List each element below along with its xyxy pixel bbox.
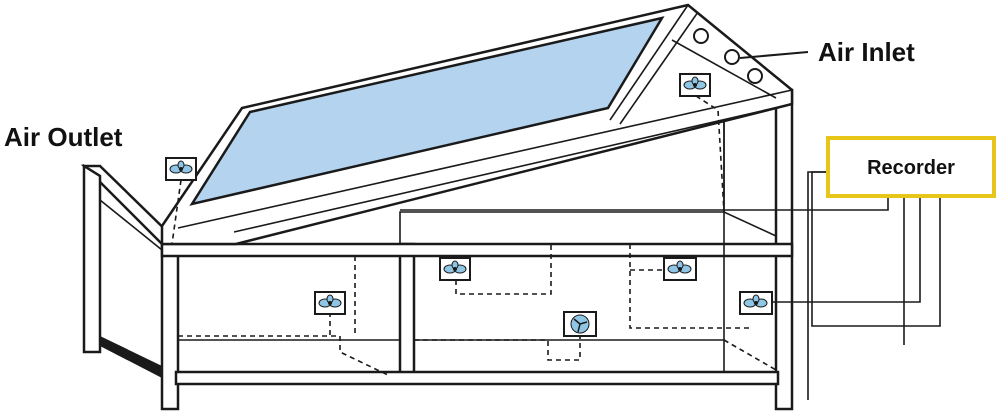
fan-sensor-icon [679,73,711,97]
recorder-wires [400,171,941,400]
vent-hole-icon [693,28,709,44]
outlet-support-bar [100,336,162,378]
fan-sensor-icon [314,291,346,315]
air-inlet-pointer [739,51,809,59]
air-inlet-callout: Air Inlet [739,37,915,67]
fan-sensor-icon [165,157,197,181]
air-outlet-label: Air Outlet [4,122,123,152]
recorder-label: Recorder [867,157,955,179]
sensor-leads [171,95,777,377]
support-frame [160,88,794,411]
vent-hole-icon [747,68,763,84]
recorder: Recorder [826,136,996,198]
fan-sensor-icon [439,257,471,281]
fan-sensor-icon [663,257,697,281]
recorder-box [826,136,996,198]
fan-sensor-icon [739,291,773,315]
air-inlet-vents [693,28,763,84]
air-inlet-label: Air Inlet [818,37,915,67]
glass-panel [189,16,665,206]
outlet-duct [80,163,184,378]
sensor-units [165,73,773,337]
fan-sensor-icon [563,311,597,337]
collector-body [160,3,794,246]
vent-hole-icon [724,49,740,65]
